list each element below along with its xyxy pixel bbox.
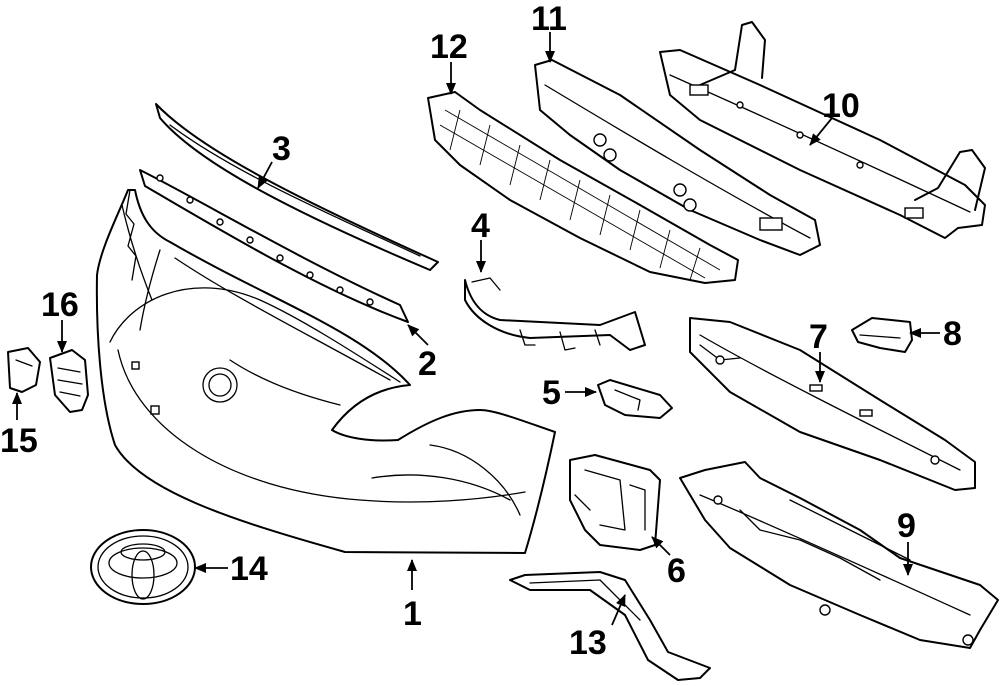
part-1-bumper-cover[interactable]	[95, 189, 556, 554]
callout-label-12: 12	[430, 28, 468, 66]
callout-label-4: 4	[471, 207, 490, 245]
callout-1: 1	[403, 559, 422, 633]
part-5-small-bracket[interactable]	[597, 379, 673, 419]
part-2-retainer[interactable]	[139, 169, 409, 381]
part-9-undercover[interactable]	[679, 461, 999, 649]
callout-label-6: 6	[667, 552, 686, 590]
part-8-clip[interactable]	[851, 317, 913, 353]
part-4-bracket[interactable]	[464, 277, 646, 351]
callout-5: 5	[542, 374, 597, 412]
part-3-upper-molding[interactable]	[155, 103, 439, 271]
toyota-emblem-icon	[90, 529, 196, 605]
part-13-lower-molding[interactable]	[509, 571, 711, 681]
part-15-clip[interactable]	[7, 347, 41, 393]
part-11-absorber[interactable]	[534, 59, 821, 256]
callout-7: 7	[809, 318, 828, 383]
callout-16: 16	[41, 286, 79, 353]
callout-label-10: 10	[822, 87, 860, 125]
callout-label-14: 14	[230, 550, 268, 588]
callout-6: 6	[651, 536, 686, 590]
callout-label-13: 13	[569, 624, 607, 662]
callout-label-3: 3	[272, 130, 291, 168]
callout-2: 2	[407, 324, 437, 383]
callout-label-1: 1	[403, 595, 422, 633]
callout-label-5: 5	[542, 374, 561, 412]
part-7-deflector[interactable]	[689, 317, 976, 491]
callout-4: 4	[471, 207, 490, 273]
callout-12: 12	[430, 28, 468, 95]
callout-15: 15	[0, 392, 38, 460]
part-12-energy-absorber[interactable]	[427, 91, 739, 284]
callout-10: 10	[809, 87, 860, 146]
callout-label-11: 11	[531, 0, 567, 38]
callout-label-16: 16	[41, 286, 79, 324]
callout-11: 11	[531, 0, 567, 63]
callout-label-8: 8	[943, 315, 962, 353]
part-16-bracket[interactable]	[49, 349, 89, 413]
callout-14: 14	[194, 550, 268, 588]
part-6-side-support[interactable]	[569, 454, 661, 551]
callout-9: 9	[897, 507, 916, 576]
callout-3: 3	[257, 130, 291, 189]
callout-13: 13	[569, 594, 626, 662]
callout-label-9: 9	[897, 507, 916, 545]
callout-label-2: 2	[418, 345, 437, 383]
callout-label-15: 15	[0, 422, 38, 460]
callout-8: 8	[909, 315, 962, 353]
callout-label-7: 7	[809, 318, 828, 356]
